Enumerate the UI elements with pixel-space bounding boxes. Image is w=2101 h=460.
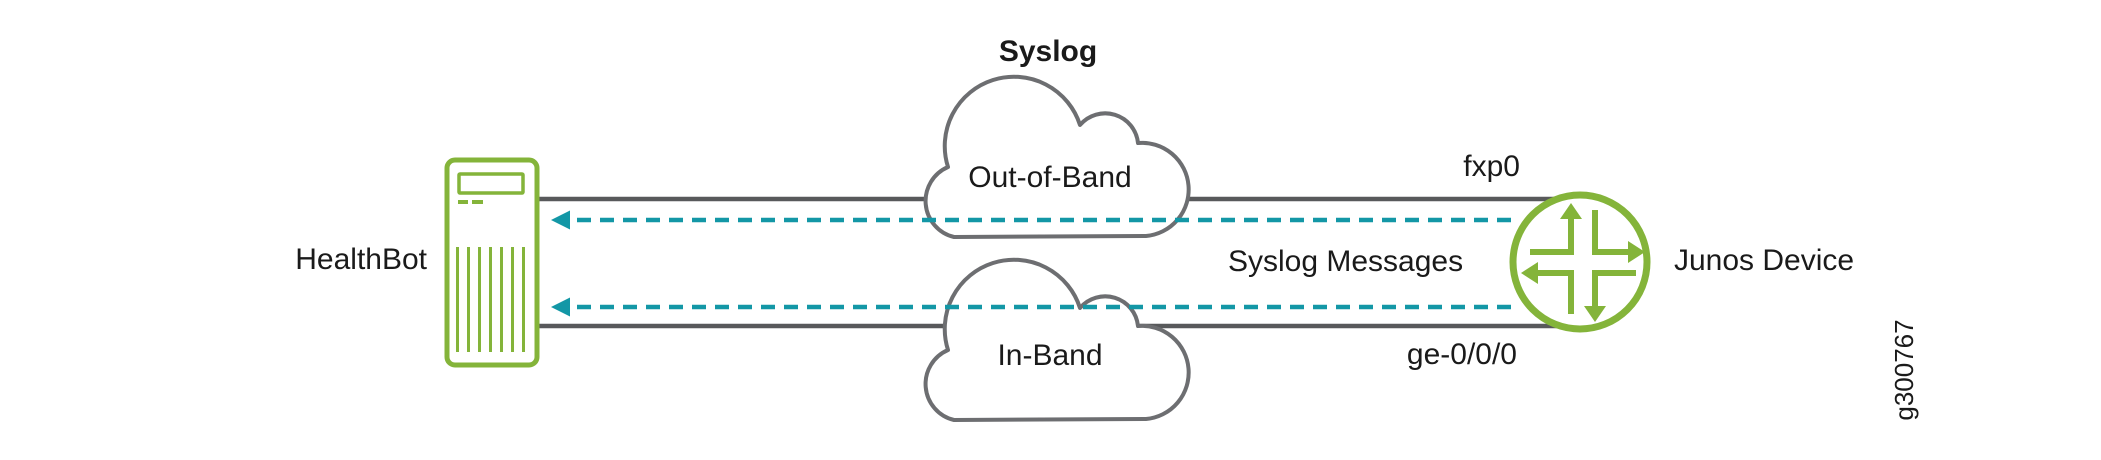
- junos-device-label: Junos Device: [1674, 244, 1855, 277]
- diagram-title: Syslog: [998, 35, 1098, 68]
- ge-0-0-0-interface-label: ge-0/0/0: [1406, 338, 1517, 371]
- healthbot-label: HealthBot: [295, 243, 427, 276]
- out-of-band-label: Out-of-Band: [968, 161, 1132, 194]
- in-band-label: In-Band: [997, 339, 1103, 372]
- arrow-left-icon: [551, 210, 570, 230]
- figure-id-label: g300767: [1889, 319, 1919, 421]
- in-band-cloud-icon: [923, 257, 1191, 422]
- syslog-flow-arrow-top: [551, 210, 1512, 230]
- out-of-band-cloud-icon: [923, 74, 1191, 239]
- arrow-left-icon: [551, 297, 570, 317]
- healthbot-server-icon: [444, 157, 540, 368]
- syslog-flow-arrow-bottom: [551, 297, 1515, 317]
- junos-device-router-icon: [1509, 191, 1651, 333]
- syslog-messages-label: Syslog Messages: [1228, 245, 1464, 278]
- fxp0-interface-label: fxp0: [1463, 150, 1520, 183]
